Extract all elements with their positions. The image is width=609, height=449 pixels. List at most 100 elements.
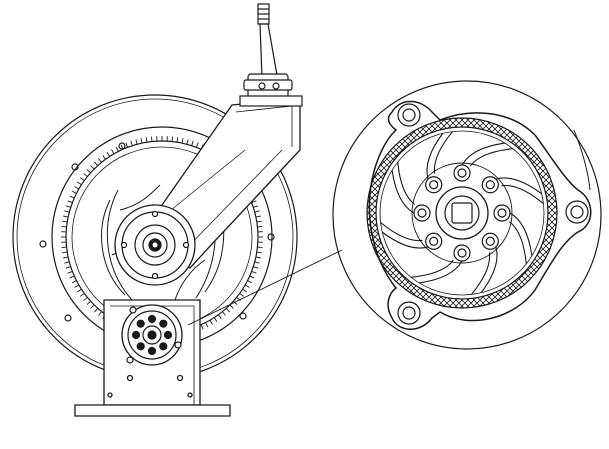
gear-tooth (86, 169, 91, 174)
gear-pin-icon (159, 342, 168, 351)
detail-leader-line (187, 249, 343, 326)
vane (380, 222, 423, 242)
drive-pin-hole (457, 168, 467, 178)
vane (419, 260, 463, 284)
gear-pin-icon (147, 346, 157, 356)
gear-pin-icon (136, 342, 145, 351)
gear-tooth (213, 317, 218, 322)
gear-tooth (71, 280, 77, 284)
gear-tooth (242, 288, 247, 293)
swivel-inlet (239, 3, 303, 107)
gear-tooth (71, 190, 77, 194)
hub-bolt-icon (151, 210, 159, 218)
gear-tooth (181, 138, 184, 144)
gear-tooth (106, 152, 111, 157)
gear-bolt-icon (129, 306, 137, 314)
gear-tooth (94, 161, 99, 166)
swivel-bolt-icon (258, 82, 266, 90)
detail-mount-holes (397, 103, 589, 325)
gear-tooth (253, 266, 259, 269)
gear-tooth (80, 293, 85, 297)
gear-pin-icon (159, 319, 168, 328)
gear-tooth (115, 146, 119, 152)
vane (426, 132, 444, 180)
gear-tooth (62, 220, 68, 223)
stand-bolt-icon (107, 392, 113, 398)
gear-tooth (247, 280, 253, 284)
gear-tooth (255, 215, 261, 218)
vane (381, 231, 429, 249)
gear-tooth (186, 139, 189, 145)
gear-tooth (80, 177, 85, 181)
gear-tooth (67, 200, 73, 204)
vane (461, 142, 505, 166)
stand-bolt-icon (126, 374, 134, 382)
gear-tooth (257, 246, 263, 249)
gear-tooth (90, 165, 95, 170)
gear-bolt-icon (174, 341, 182, 349)
gear-tooth (65, 266, 71, 269)
gear-tooth (191, 140, 194, 146)
drum-edge (573, 129, 591, 191)
vane (495, 177, 543, 195)
gear-tooth (77, 181, 82, 186)
gear-pin-icon (163, 330, 173, 340)
drive-pin-hole (497, 208, 507, 218)
central-hub (114, 204, 196, 286)
gear-tooth (74, 284, 80, 288)
gear-tooth (64, 261, 70, 264)
drive-pin-hole (417, 208, 427, 218)
gear-tooth (62, 251, 68, 254)
gear-tooth (251, 270, 257, 274)
inlet-pipe (259, 23, 278, 78)
vane (411, 259, 454, 278)
gear-tooth (140, 138, 143, 144)
gear-tooth (150, 136, 153, 142)
gear-tooth (130, 140, 133, 146)
gear-tooth (218, 314, 222, 319)
gear-tooth (171, 136, 174, 142)
drive-pin-hole (429, 236, 439, 246)
vane (508, 221, 527, 264)
gear-tooth (98, 158, 102, 163)
vane (391, 170, 415, 214)
gear-tooth (74, 186, 80, 190)
gear-tooth (176, 137, 179, 143)
gear-tooth (135, 139, 138, 145)
gear-tooth (222, 311, 226, 316)
gear-tooth (111, 149, 115, 155)
gear-pin-icon (147, 314, 157, 324)
stand-bolt-icon (176, 374, 184, 382)
drive-pin-hole (485, 180, 495, 190)
gear-detail-view (332, 80, 602, 350)
gear-tooth (257, 225, 263, 228)
gear-tooth (256, 251, 262, 254)
gear-tooth (69, 275, 75, 279)
drive-gear-small (121, 304, 183, 366)
gear-tooth (98, 311, 102, 316)
gear-tooth (90, 304, 95, 309)
gear-tooth (209, 319, 213, 325)
gear-tooth (69, 195, 75, 199)
gear-tooth (200, 324, 204, 330)
vane (433, 131, 453, 174)
gear-tooth (65, 205, 71, 208)
swivel-bolt-icon (272, 82, 280, 90)
gear-tooth (205, 322, 209, 328)
gear-tooth (61, 246, 67, 249)
drive-pin-hole (457, 248, 467, 258)
square-drive-icon (451, 202, 473, 224)
gear-tooth (63, 256, 69, 259)
gear-tooth (229, 304, 234, 309)
drive-pin-hole (485, 236, 495, 246)
gear-tooth (254, 210, 260, 213)
drive-pins (413, 164, 511, 262)
gear-tooth (239, 293, 244, 297)
gear-bolt-icon (126, 356, 134, 364)
hub-bolt-icon (182, 241, 190, 249)
gear-pin-icon (136, 319, 145, 328)
gear-tooth (244, 284, 250, 288)
base-plate (74, 404, 231, 417)
gear-tooth (233, 300, 238, 305)
screw-icon (239, 312, 247, 320)
